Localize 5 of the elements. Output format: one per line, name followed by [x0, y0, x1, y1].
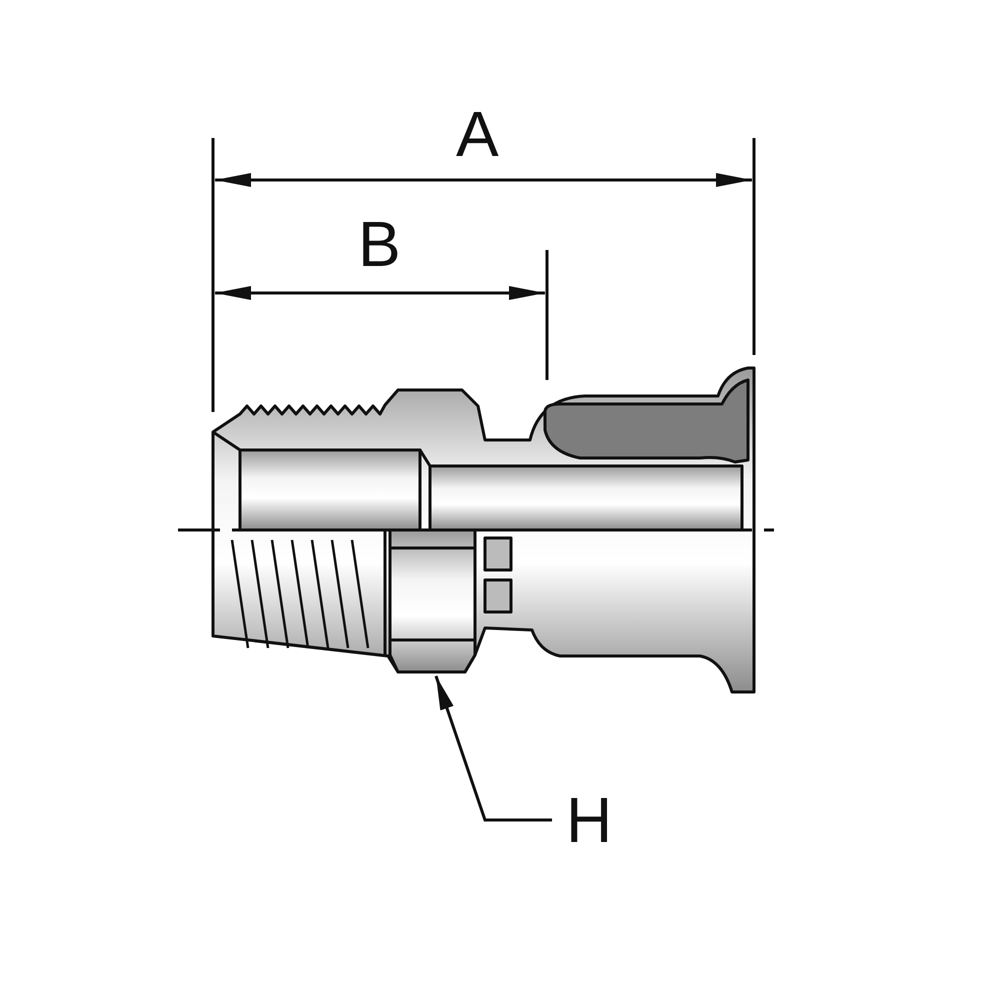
leader-line	[434, 676, 552, 822]
dimension-label: B	[358, 212, 401, 276]
dimension-label: A	[456, 102, 499, 166]
hex-nut	[388, 528, 476, 674]
callout-letter: H	[566, 788, 612, 852]
